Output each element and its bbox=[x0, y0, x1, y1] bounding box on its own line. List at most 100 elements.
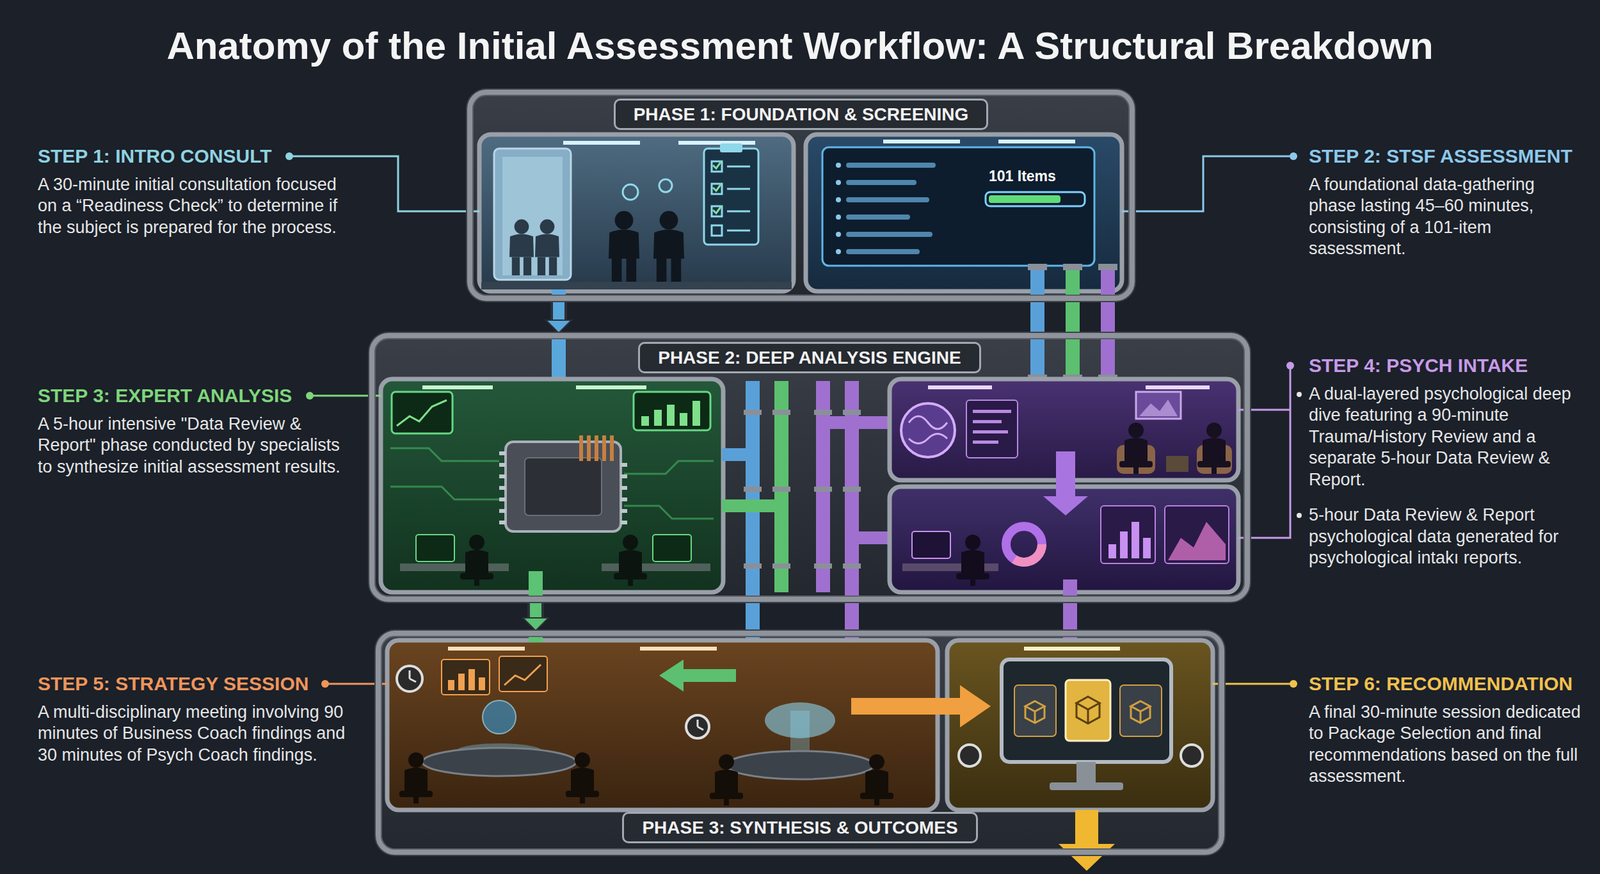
psych-report-chamber bbox=[1100, 505, 1156, 564]
housing-background bbox=[467, 89, 1135, 301]
intro-consult-chamber bbox=[712, 183, 722, 191]
expert-analysis-chamber bbox=[620, 474, 628, 479]
arrow-head bbox=[522, 617, 549, 631]
phase-tab-label: PHASE 1: FOUNDATION & SCREENING bbox=[613, 98, 989, 130]
psych-report-chamber bbox=[889, 451, 1239, 644]
central-pipes bbox=[814, 563, 832, 569]
stsf-assessment-chamber bbox=[846, 162, 936, 168]
expert-analysis-chamber bbox=[499, 520, 506, 525]
intro-consult-chamber bbox=[494, 148, 571, 280]
intro-consult-chamber bbox=[712, 206, 722, 214]
psych-report-chamber bbox=[1006, 526, 1042, 562]
expert-analysis-chamber bbox=[499, 508, 506, 513]
pipe-connector bbox=[522, 601, 549, 631]
leader-line bbox=[289, 156, 1294, 684]
housing-background bbox=[369, 89, 1250, 855]
step-description: A 5-hour intensive "Data Review & Report… bbox=[37, 413, 352, 478]
strategy-session-chamber bbox=[448, 668, 486, 690]
strategy-session-chamber bbox=[387, 640, 938, 810]
bullet-dot bbox=[1296, 391, 1302, 397]
expert-analysis-chamber bbox=[666, 404, 675, 426]
recommendation-chamber bbox=[1076, 761, 1096, 784]
intro-consult-chamber bbox=[653, 211, 685, 282]
intro-consult-chamber bbox=[711, 206, 722, 217]
housing-background bbox=[369, 332, 1250, 602]
stsf-assessment-chamber bbox=[835, 162, 841, 255]
strategy-session-chamber bbox=[396, 665, 423, 692]
step-description: A multi-disciplinary meeting involving 9… bbox=[37, 701, 358, 766]
psych-report-chamber bbox=[1168, 521, 1226, 560]
housing-background bbox=[375, 630, 1225, 855]
intro-consult-chamber bbox=[622, 184, 639, 200]
stsf-assessment-chamber bbox=[846, 214, 911, 220]
flow-arrow bbox=[1058, 843, 1115, 871]
psych-report-chamber bbox=[1006, 526, 1042, 562]
expert-analysis-chamber bbox=[620, 520, 628, 525]
stsf-assessment-chamber bbox=[998, 139, 1076, 144]
stsf-assessment-chamber bbox=[1100, 265, 1115, 381]
central-pipes bbox=[814, 409, 832, 415]
stsf-assessment-chamber bbox=[883, 139, 960, 144]
strategy-session-chamber bbox=[504, 664, 541, 685]
expert-analysis-chamber bbox=[601, 563, 711, 571]
psych-report-chamber bbox=[1164, 505, 1229, 564]
step-description: 5-hour Data Review & Report psychologica… bbox=[1308, 504, 1584, 569]
flow-arrow bbox=[851, 697, 964, 715]
expert-analysis-chamber bbox=[654, 409, 662, 426]
step-heading: STEP 6: RECOMMENDATION bbox=[1308, 672, 1573, 696]
intro-consult-chamber bbox=[659, 179, 672, 192]
expert-analysis-chamber bbox=[499, 451, 506, 456]
intro-consult-chamber bbox=[727, 229, 751, 232]
psych-intake-chamber bbox=[1139, 399, 1178, 416]
expert-analysis-chamber bbox=[499, 462, 506, 467]
intro-consult-chamber bbox=[711, 161, 751, 236]
intro-consult-chamber bbox=[704, 148, 759, 245]
strategy-session-chamber bbox=[458, 673, 465, 690]
diagram-title: Anatomy of the Initial Assessment Workfl… bbox=[166, 23, 1433, 70]
expert-analysis-chamber bbox=[390, 448, 714, 519]
psych-report-chamber bbox=[1120, 531, 1128, 559]
expert-analysis-chamber bbox=[652, 534, 692, 562]
stsf-assessment-chamber bbox=[1027, 263, 1118, 381]
intro-consult-chamber bbox=[678, 140, 756, 145]
expert-analysis-chamber bbox=[586, 435, 591, 461]
recommendation-chamber bbox=[1076, 696, 1100, 710]
psych-intake-chamber bbox=[928, 385, 992, 390]
recommendation-chamber bbox=[1025, 705, 1045, 723]
intro-consult-chamber bbox=[711, 183, 722, 194]
intro-consult-chamber bbox=[608, 211, 640, 282]
recommendation-chamber bbox=[1049, 782, 1124, 790]
intro-consult-chamber bbox=[535, 219, 560, 276]
expert-analysis-chamber bbox=[499, 474, 506, 479]
strategy-session-chamber bbox=[659, 659, 736, 692]
central-pipes bbox=[721, 448, 748, 461]
central-pipes bbox=[858, 531, 891, 544]
central-pipes bbox=[772, 486, 791, 492]
intro-consult-chamber bbox=[481, 281, 792, 290]
psych-intake-chamber bbox=[966, 400, 1018, 458]
expert-analysis-chamber bbox=[551, 332, 566, 381]
strategy-session-chamber bbox=[448, 646, 525, 651]
psych-intake-chamber bbox=[972, 409, 1012, 444]
phase-housing: PHASE 1: FOUNDATION & SCREENING bbox=[467, 89, 1135, 301]
expert-analysis-chamber bbox=[679, 412, 688, 426]
screen-label: 101 Items bbox=[988, 167, 1056, 186]
intro-consult-chamber bbox=[479, 134, 794, 301]
expert-analysis-chamber bbox=[624, 505, 714, 519]
expert-analysis-chamber bbox=[396, 400, 447, 426]
central-pipes bbox=[743, 409, 861, 569]
psych-intake-chamber bbox=[1136, 391, 1181, 419]
leader-line bbox=[1121, 156, 1294, 212]
strategy-session-chamber bbox=[441, 659, 490, 695]
strategy-session-chamber bbox=[387, 630, 938, 810]
flow-arrow bbox=[1075, 809, 1099, 847]
strategy-session-chamber bbox=[565, 752, 600, 804]
bullet-dot bbox=[1296, 512, 1302, 518]
stsf-assessment-chamber bbox=[835, 197, 841, 203]
strategy-session-chamber bbox=[499, 656, 548, 692]
central-pipes bbox=[743, 563, 762, 569]
intro-consult-chamber bbox=[727, 165, 751, 168]
expert-analysis-chamber bbox=[460, 534, 494, 586]
intro-consult-chamber bbox=[720, 143, 743, 153]
